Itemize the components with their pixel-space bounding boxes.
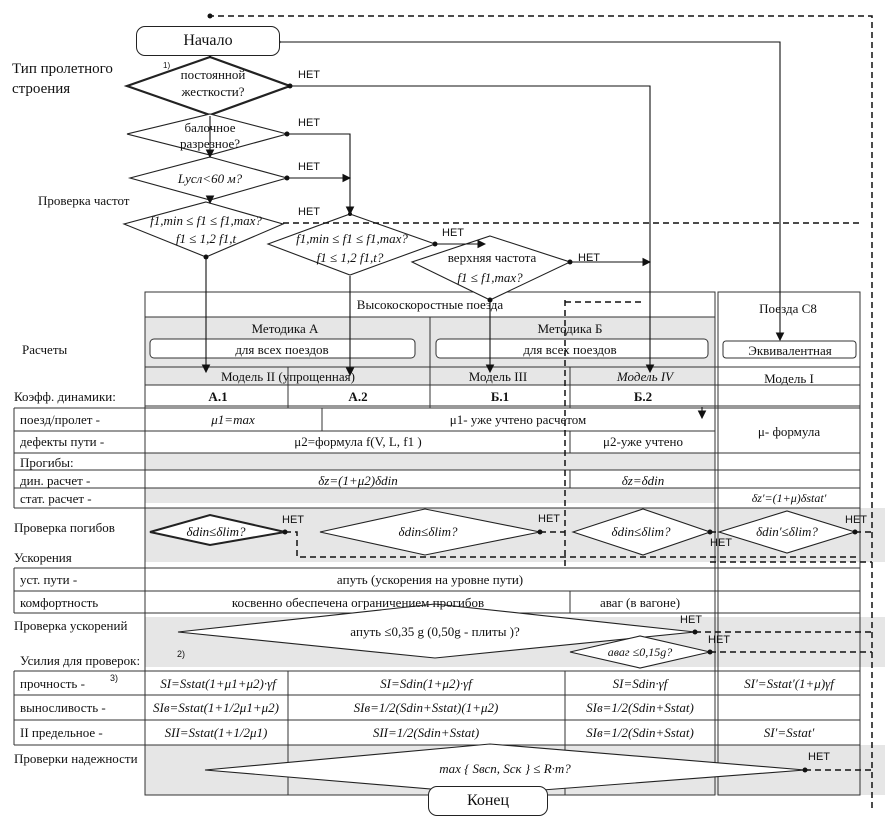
header-model-iv: Модель IV <box>616 369 674 384</box>
cell-check-b2: δdin≤δlim? <box>611 524 671 539</box>
label-limit2: II предельное - <box>20 725 103 740</box>
cell-comfort-indirect: косвенно обеспечена ограничением прогибо… <box>231 595 485 610</box>
decision-upper-freq-line2: f1 ≤ f1,max? <box>457 270 523 285</box>
cell-check-a1: δdin≤δlim? <box>186 524 246 539</box>
header-model-ii: Модель II (упрощенная) <box>221 369 355 384</box>
label-strength: прочность - <box>20 676 85 691</box>
cell-sii-mid: SII=1/2(Sdin+Sstat) <box>372 725 480 740</box>
decision-freq2-line1: f1,min ≤ f1 ≤ f1,max? <box>296 231 408 246</box>
header-all-trains-b: для всех поездов <box>523 342 617 357</box>
header-method-a: Методика А <box>251 321 319 336</box>
cell-si-b2: SI=Sdin·γf <box>612 676 668 691</box>
decision-simple-beam: балочное разрезное? <box>179 120 241 151</box>
cell-sii-a1: SII=Sstat(1+1/2μ1) <box>164 725 268 740</box>
decision-freq1-line2: f1 ≤ 1,2 f1,t <box>175 231 237 246</box>
cell-si-a1: SI=Sstat(1+μ1+μ2)·γf <box>160 676 276 691</box>
cell-check-c8: δdin′≤δlim? <box>756 524 818 539</box>
no-label: НЕТ <box>282 514 304 526</box>
header-col-b2: Б.2 <box>633 389 653 404</box>
header-col-a1: А.1 <box>208 389 228 404</box>
end-node: Конец <box>428 786 548 816</box>
no-label: НЕТ <box>298 161 320 173</box>
label-reliability: Проверки надежности <box>14 751 138 766</box>
label-deflection-check: Проверка погибов <box>14 520 115 535</box>
label-track-level: уст. пути - <box>20 572 78 587</box>
header-col-b1: Б.1 <box>490 389 510 404</box>
junction-dots <box>203 13 858 773</box>
flow-arrows <box>201 28 785 420</box>
label-calculations: Расчеты <box>22 342 68 357</box>
header-c8: Поезда С8 <box>759 301 817 316</box>
no-label: НЕТ <box>710 537 732 549</box>
label-train-span: поезд/пролет - <box>20 412 100 427</box>
no-label: НЕТ <box>442 227 464 239</box>
header-equivalent: Эквивалентная <box>748 343 832 358</box>
cell-a-car: aваг (в вагоне) <box>599 595 681 610</box>
label-accelerations: Ускорения <box>14 550 72 565</box>
dashed-paths <box>210 15 873 808</box>
cell-mu1-max: μ1=max <box>211 412 255 427</box>
label-comfort: комфортность <box>20 595 99 610</box>
no-label: НЕТ <box>578 252 600 264</box>
cell-sie-mid: SIв=1/2(Sdin+Sstat)(1+μ2) <box>353 700 499 715</box>
header-model-iii: Модель III <box>468 369 528 384</box>
cell-si-mid: SI=Sdin(1+μ2)·γf <box>380 676 472 691</box>
no-label: НЕТ <box>708 634 730 646</box>
decision-constant-stiffness: постоянной жесткости? <box>180 67 246 99</box>
no-label: НЕТ <box>845 514 867 526</box>
no-label: НЕТ <box>298 117 320 129</box>
decision-upper-freq-line1: верхняя частота <box>447 250 537 265</box>
label-deflections: Прогибы: <box>20 455 74 470</box>
cell-delta-z-din: δz=δdin <box>621 473 665 488</box>
cell-accel-cond: aпуть ≤0,35 g (0,50g - плиты )? <box>350 624 520 639</box>
cell-sie-b2: SIв=1/2(Sdin+Sstat) <box>586 700 694 715</box>
label-endurance: выносливость - <box>20 700 106 715</box>
cell-car-cond: aваг ≤0,15g? <box>607 645 673 659</box>
no-label: НЕТ <box>298 206 320 218</box>
no-label: НЕТ <box>538 513 560 525</box>
note-1: 1) <box>163 61 171 70</box>
cell-check-mid: δdin≤δlim? <box>398 524 458 539</box>
cell-sie-a1: SIв=Sstat(1+1/2μ1+μ2) <box>153 700 279 715</box>
note-2: 2) <box>177 649 186 659</box>
header-model-i: Модель I <box>764 371 814 386</box>
header-all-trains-a: для всех поездов <box>235 342 329 357</box>
label-dyn-coeff: Коэфф. динамики: <box>14 389 116 404</box>
start-node: Начало <box>136 26 280 56</box>
cell-si-c8: SI′=Sstat′(1+μ)γf <box>744 676 834 691</box>
label-freq-check: Проверка частот <box>38 193 130 208</box>
header-boxes <box>149 338 857 359</box>
cell-mu2-formula: μ2=формула f(V, L, f1 ) <box>294 434 422 449</box>
no-label: НЕТ <box>808 751 830 763</box>
no-label: НЕТ <box>680 614 702 626</box>
note-3: 3) <box>110 673 119 683</box>
header-col-a2: А.2 <box>348 389 368 404</box>
label-dyn-calc: дин. расчет - <box>20 473 91 488</box>
cell-mu-formula: μ- формула <box>757 424 821 439</box>
cell-sii-b2: SIв=1/2(Sdin+Sstat) <box>586 725 694 740</box>
label-span-type: Тип пролетного строения <box>12 61 113 97</box>
decision-freq2-line2: f1 ≤ 1,2 f1,t? <box>316 250 384 265</box>
cell-sii-c8: SI′=Sstat′ <box>763 725 815 740</box>
label-track-defects: дефекты пути - <box>20 434 105 449</box>
decision-span-length: Lусл<60 м? <box>177 171 243 186</box>
cell-reliability-cond: max { Sвсп, Sск } ≤ R·m? <box>439 761 571 776</box>
label-forces: Усилия для проверок: <box>20 653 141 668</box>
decision-freq1-line1: f1,min ≤ f1 ≤ f1,max? <box>150 213 262 228</box>
shaded-rows <box>145 317 885 795</box>
cell-a-track: aпуть (ускорения на уровне пути) <box>336 572 524 587</box>
cell-mu2-accounted: μ2-уже учтено <box>603 434 683 449</box>
start-label: Начало <box>183 32 233 49</box>
end-label: Конец <box>466 792 510 809</box>
cell-delta-z-full: δz=(1+μ2)δdin <box>318 473 398 488</box>
no-label: НЕТ <box>298 69 320 81</box>
cell-mu1-accounted: μ1- уже учтено расчетом <box>449 412 587 427</box>
cell-delta-z-prime: δz′=(1+μ)δstat′ <box>751 491 827 505</box>
label-static-calc: стат. расчет - <box>20 491 92 506</box>
label-accel-check: Проверка ускорений <box>14 618 128 633</box>
header-high-speed: Высокоскоростные поезда <box>356 297 504 312</box>
header-method-b: Методика Б <box>537 321 603 336</box>
